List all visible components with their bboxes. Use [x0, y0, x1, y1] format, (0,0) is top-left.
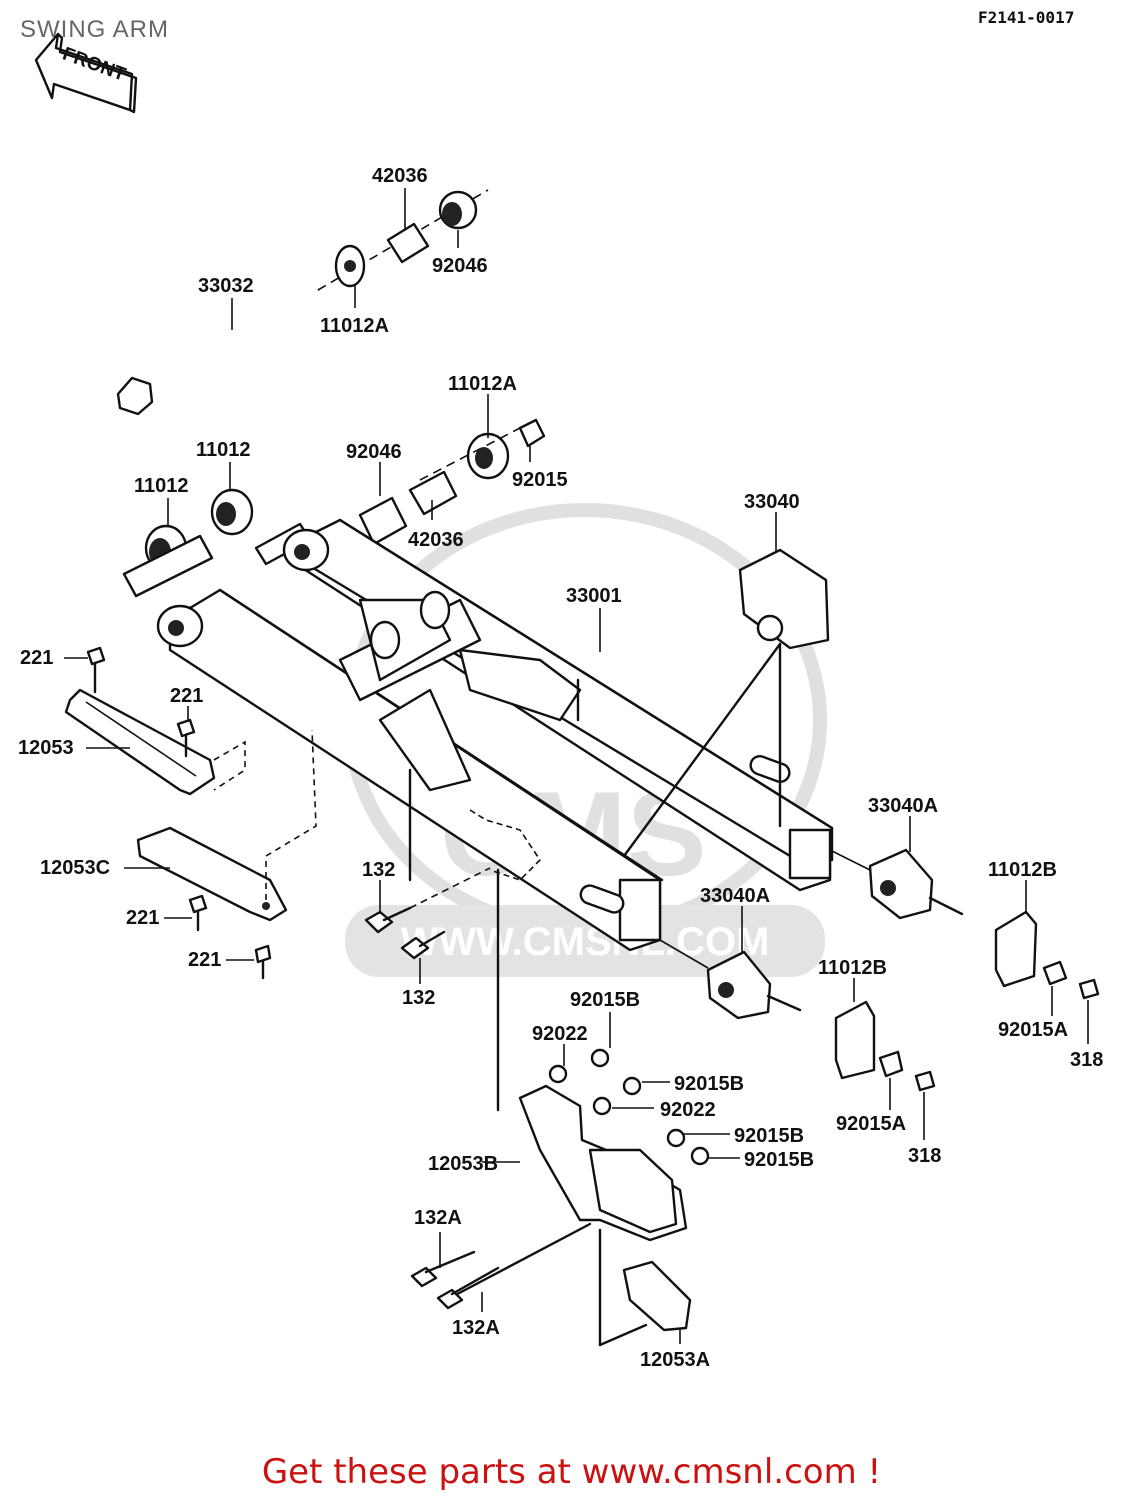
- leader-lines: [64, 188, 1089, 1344]
- bolts-132a: [410, 1250, 500, 1310]
- cmsnl-parts-link[interactable]: Get these parts at www.cmsnl.com !: [261, 1452, 882, 1492]
- part-label: 92046: [432, 255, 488, 277]
- part-label: 92015B: [570, 989, 640, 1011]
- chain-guide-12053: [64, 688, 317, 922]
- figure-code: F2141-0017: [978, 8, 1075, 27]
- part-label: 92015A: [998, 1019, 1068, 1041]
- front-arrow: FRONT: [34, 32, 138, 114]
- part-label: 221: [126, 907, 159, 929]
- part-label: 92015B: [734, 1125, 804, 1147]
- part-label: 132A: [414, 1207, 462, 1229]
- part-label: 92015A: [836, 1113, 906, 1135]
- part-label: 221: [170, 685, 203, 707]
- adjuster-plates: [834, 910, 1100, 1092]
- part-label: 42036: [372, 165, 428, 187]
- part-label: 33040: [744, 491, 800, 513]
- swing-arm-body: [156, 518, 834, 952]
- watermark-url: WWW.CMSNL.COM: [401, 920, 770, 964]
- part-label: 92015B: [674, 1073, 744, 1095]
- part-label: 12053: [18, 737, 74, 759]
- pivot-shaft: [116, 189, 489, 416]
- part-label: 12053A: [640, 1349, 710, 1371]
- part-label: 221: [20, 647, 53, 669]
- part-label: 33001: [566, 585, 622, 607]
- part-label: 11012A: [320, 315, 389, 337]
- part-label: 132: [402, 987, 435, 1009]
- part-label: 318: [908, 1145, 941, 1167]
- part-label: 92015: [512, 469, 568, 491]
- part-label: 11012B: [988, 859, 1057, 881]
- part-label: 318: [1070, 1049, 1103, 1071]
- chain-adjusters: [622, 548, 964, 1020]
- part-label: 92015B: [744, 1149, 814, 1171]
- part-label: 42036: [408, 529, 464, 551]
- part-label: 11012A: [448, 373, 517, 395]
- part-label: 92046: [346, 441, 402, 463]
- part-label: 33040A: [700, 885, 770, 907]
- part-label: 11012B: [818, 957, 887, 979]
- screws-221: [86, 646, 272, 980]
- part-label: 132A: [452, 1317, 500, 1339]
- part-labels: 42036 92046 33032 11012A 11012A 11012 92…: [18, 165, 1103, 1371]
- part-label: 11012: [134, 475, 189, 497]
- part-label: 221: [188, 949, 221, 971]
- part-label: 33040A: [868, 795, 938, 817]
- part-label: 12053B: [428, 1153, 498, 1175]
- part-label: 12053C: [40, 857, 110, 879]
- part-label: 33032: [198, 275, 254, 297]
- part-label: 92022: [660, 1099, 716, 1121]
- pivot-bushings: [122, 418, 546, 598]
- part-label: 132: [362, 859, 395, 881]
- part-label: 11012: [196, 439, 251, 461]
- bolts-132: [364, 809, 542, 1112]
- page-title: SWING ARM: [20, 16, 170, 43]
- part-label: 92022: [532, 1023, 588, 1045]
- chain-guide-12053b: [444, 1048, 710, 1347]
